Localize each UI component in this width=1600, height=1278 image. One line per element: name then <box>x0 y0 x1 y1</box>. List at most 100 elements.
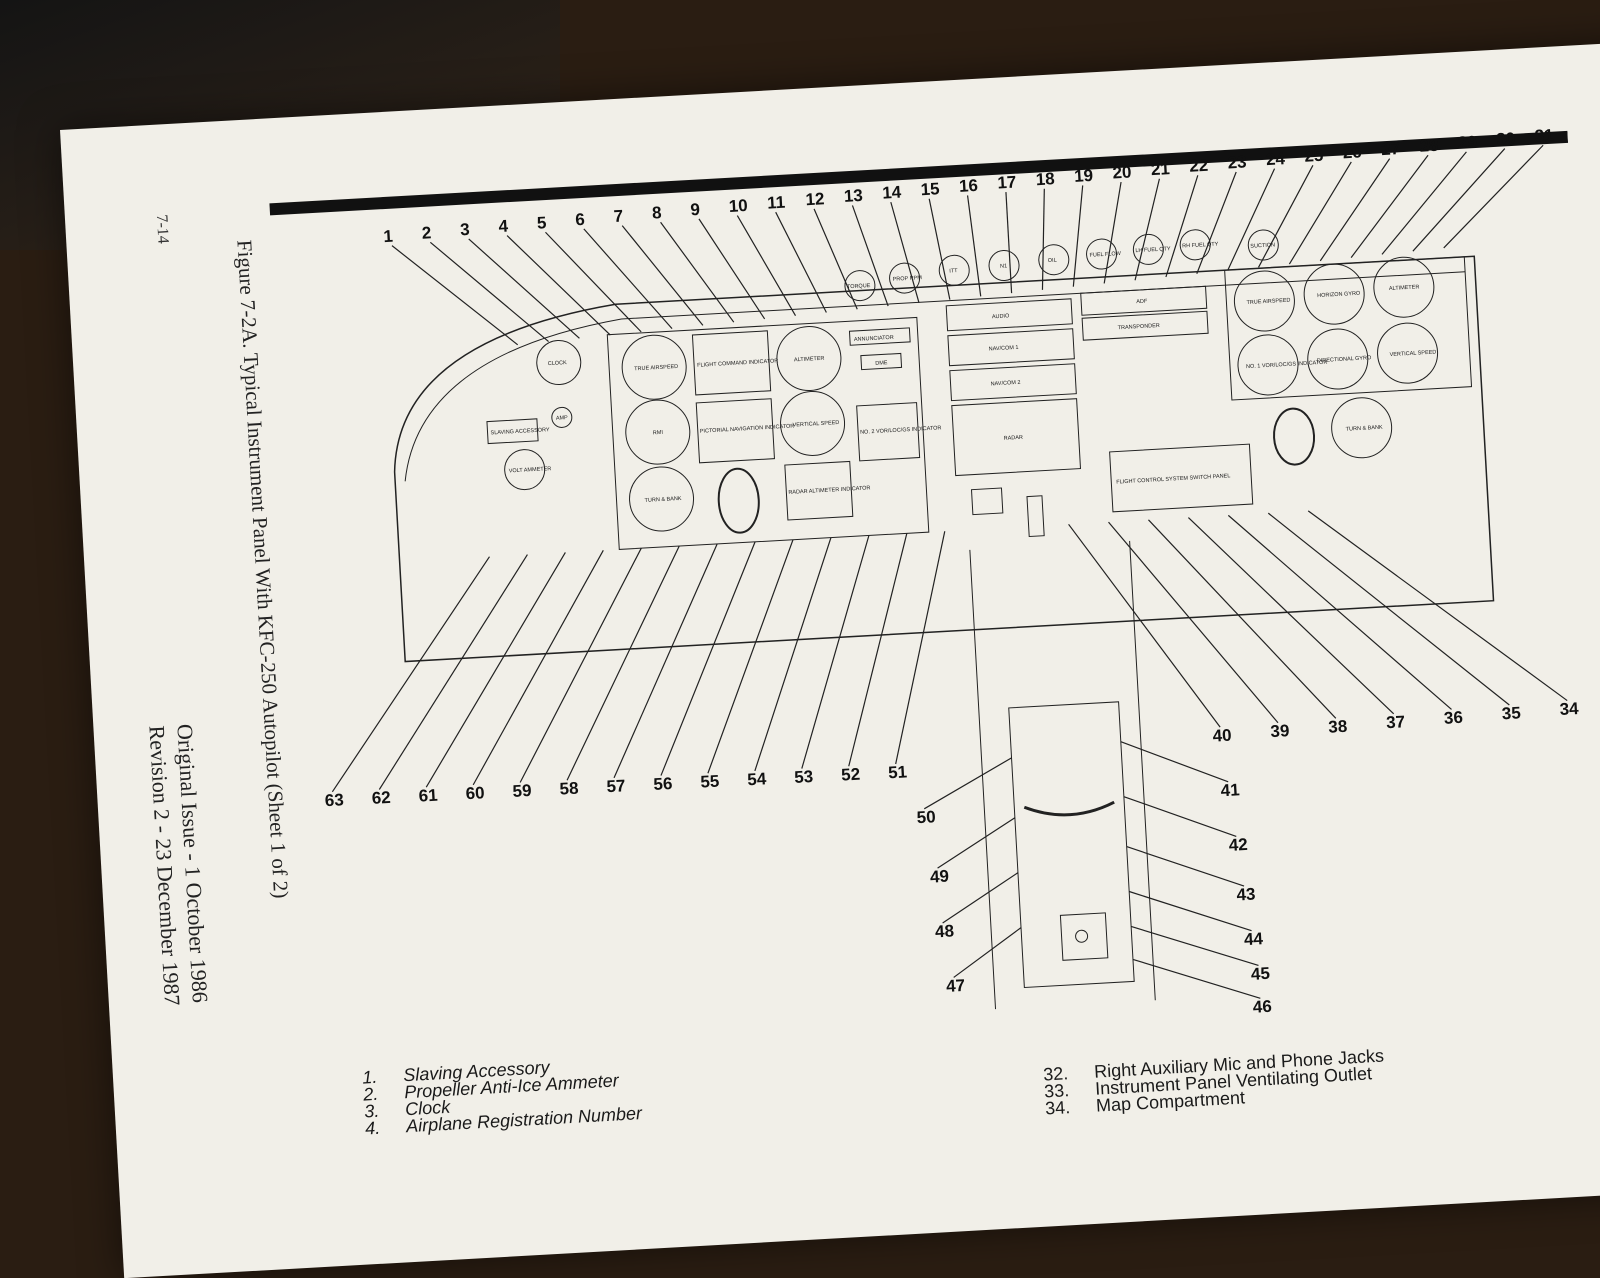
callout-number-top: 8 <box>652 203 663 222</box>
callout-leader-line <box>1128 890 1252 932</box>
callout-number-bottom: 39 <box>1270 721 1290 741</box>
true-airspeed-gauge <box>621 334 687 400</box>
callout-number-top: 21 <box>1150 159 1170 179</box>
copilot-column-opening <box>1273 407 1316 466</box>
callout-number-top: 22 <box>1189 156 1209 176</box>
flight-command-indicator <box>691 330 772 396</box>
altimeter-label: ALTIMETER <box>794 356 825 364</box>
callout-leader-line <box>754 537 832 772</box>
callout-number-top: 3 <box>460 220 471 239</box>
nav-com2-label: NAV/COM 2 <box>990 380 1020 388</box>
callout-number-bottom: 51 <box>888 762 908 782</box>
vertical-speed-gauge <box>780 390 846 456</box>
callout-leader-line <box>1108 521 1279 724</box>
itt-label: ITT <box>949 268 958 274</box>
callout-leader-line <box>1130 925 1259 966</box>
callout-leader-line <box>425 552 566 788</box>
callout-number-lower: 46 <box>1252 997 1272 1017</box>
callout-number-bottom: 56 <box>653 774 673 794</box>
callout-number-top: 11 <box>767 193 786 213</box>
callout-leader-line <box>937 817 1016 869</box>
oil-label: OIL <box>1048 258 1057 264</box>
lh-fuel-qty-label: LH FUEL QTY <box>1135 246 1171 254</box>
callout-number-top: 14 <box>882 183 902 203</box>
horizon-gyro-label: HORIZON GYRO <box>1317 291 1361 299</box>
callout-number-top: 7 <box>613 207 624 226</box>
callout-number-bottom: 37 <box>1386 712 1406 732</box>
callout-number-bottom: 58 <box>559 779 579 799</box>
callout-leader-line <box>583 228 673 330</box>
callout-leader-line <box>928 198 951 300</box>
audio-label: AUDIO <box>992 313 1010 320</box>
callout-number-lower: 50 <box>916 807 936 827</box>
radar-altimeter-label: RADAR ALTIMETER INDICATOR <box>788 485 870 496</box>
legend-number: 34. <box>1044 1097 1071 1119</box>
callout-leader-line <box>890 201 920 303</box>
callout-leader-line <box>468 238 580 339</box>
callout-leader-line <box>801 535 870 769</box>
callout-leader-line <box>1126 846 1245 887</box>
nav-com1-label: NAV/COM 1 <box>989 345 1019 353</box>
copilot-altimeter-label: ALTIMETER <box>1389 284 1420 292</box>
callout-leader-line <box>472 550 604 786</box>
rmi-gauge <box>625 399 691 465</box>
callout-leader-line <box>1196 171 1237 274</box>
radar-altimeter-indicator <box>784 460 854 521</box>
instrument-panel-diagram: CLOCK SLAVING ACCESSORY AMP VOLT AMMETER… <box>269 126 1580 1017</box>
directional-gyro-label: DIRECTIONAL GYRO <box>1317 355 1372 364</box>
callout-number-bottom: 40 <box>1212 726 1232 746</box>
control-column-opening <box>717 467 760 534</box>
callout-number-top: 25 <box>1304 146 1324 166</box>
callout-number-top: 10 <box>728 196 748 216</box>
callout-number-bottom: 55 <box>700 772 720 792</box>
callout-number-bottom: 52 <box>841 765 861 785</box>
callout-leader-line <box>1227 168 1276 271</box>
callout-leader-line <box>698 218 766 320</box>
callout-number-top: 28 <box>1419 136 1439 156</box>
callout-number-bottom: 60 <box>465 783 485 803</box>
callout-number-top: 12 <box>805 189 825 209</box>
callout-leader-line <box>506 235 611 336</box>
callout-number-top: 1 <box>383 227 394 246</box>
callout-leader-line <box>953 927 1022 978</box>
callout-number-bottom: 38 <box>1328 717 1348 737</box>
no2-vor-label: NO. 2 VOR/LOC/GS INDICATOR <box>860 425 942 436</box>
clock-label: CLOCK <box>548 360 568 367</box>
callout-number-bottom: 63 <box>324 790 344 810</box>
copilot-flight-instruments: TRUE AIRSPEED HORIZON GYRO ALTIMETER NO.… <box>1224 256 1473 466</box>
copilot-airspeed-label: TRUE AIRSPEED <box>1246 298 1290 306</box>
callout-leader-line <box>1148 519 1337 719</box>
callout-number-bottom: 36 <box>1443 708 1463 728</box>
callout-number-top: 18 <box>1035 169 1055 189</box>
annunciator-label: ANNUNCIATOR <box>854 335 894 343</box>
flight-command-label: FLIGHT COMMAND INDICATOR <box>697 358 779 369</box>
callout-number-top: 6 <box>575 210 586 229</box>
callout-number-top: 27 <box>1381 139 1401 159</box>
callout-leader-line <box>1227 514 1452 710</box>
callout-number-top: 20 <box>1112 162 1132 182</box>
no2-vor-indicator <box>856 402 921 462</box>
top-rule <box>269 130 1569 216</box>
callout-number-top: 26 <box>1342 142 1362 162</box>
callout-number-top: 5 <box>536 213 547 232</box>
amp-gauge <box>551 406 573 428</box>
callout-leader-line <box>707 539 794 774</box>
callout-leader-line <box>923 757 1012 810</box>
callout-leader-line <box>1103 181 1122 284</box>
rh-fuel-qty-label: RH FUEL QTY <box>1182 242 1219 250</box>
vertical-speed-label: VERTICAL SPEED <box>792 420 839 429</box>
dme-label: DME <box>875 360 888 367</box>
torque-label: TORQUE <box>847 283 871 290</box>
callout-number-top: 4 <box>498 217 509 237</box>
callout-leader-line <box>1258 165 1314 268</box>
callout-number-top: 16 <box>959 176 979 196</box>
turn-bank-label: TURN & BANK <box>644 496 682 504</box>
callout-number-bottom: 34 <box>1559 699 1579 719</box>
copilot-vsi-label: VERTICAL SPEED <box>1389 350 1436 359</box>
callout-number-lower: 42 <box>1228 835 1248 855</box>
clock-gauge <box>536 340 582 386</box>
pictorial-nav-label: PICTORIAL NAVIGATION INDICATOR <box>700 423 795 434</box>
adf-label: ADF <box>1136 299 1148 306</box>
callout-leader-line <box>331 556 490 793</box>
callout-leader-line <box>1267 512 1510 706</box>
